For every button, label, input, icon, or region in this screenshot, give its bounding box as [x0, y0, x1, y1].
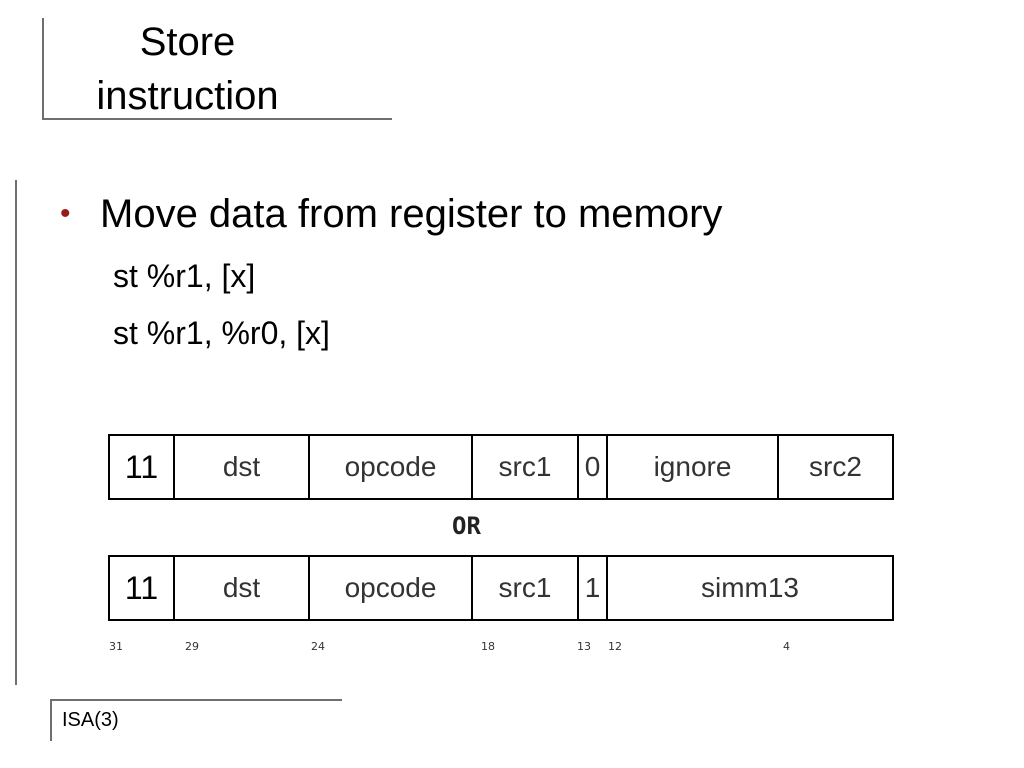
field-opcode: opcode [310, 436, 473, 498]
title-line-1: Store [139, 20, 236, 64]
field-op: 11 [110, 557, 175, 619]
field-ignore: ignore [608, 436, 779, 498]
field-i-bit: 1 [579, 557, 608, 619]
field-dst: dst [175, 557, 310, 619]
field-dst: dst [175, 436, 310, 498]
instruction-format-register: 11 dst opcode src1 0 ignore src2 [108, 434, 894, 500]
slide-title: Store instruction [60, 15, 315, 123]
bit-number-31: 31 [109, 640, 123, 653]
or-label: OR [452, 512, 481, 540]
bit-number-24: 24 [311, 640, 325, 653]
code-example-2: st %r1, %r0, [x] [113, 315, 330, 351]
bullet-item: • Move data from register to memory [60, 188, 722, 240]
bullet-text: Move data from register to memory [100, 192, 723, 236]
code-example-1: st %r1, [x] [113, 258, 256, 294]
field-op: 11 [110, 436, 175, 498]
title-frame-horizontal-line [42, 118, 392, 120]
field-simm13: simm13 [700, 572, 799, 603]
bit-number-29: 29 [185, 640, 199, 653]
field-opcode: opcode [310, 557, 473, 619]
title-line-2: instruction [96, 74, 279, 118]
field-src1: src1 [473, 557, 579, 619]
footer-frame-vertical-line [50, 699, 52, 741]
field-src2: src2 [809, 451, 862, 482]
bit-number-13: 13 [577, 640, 591, 653]
bit-number-12: 12 [608, 640, 622, 653]
bit-number-18: 18 [481, 640, 495, 653]
bullet-marker: • [60, 197, 71, 230]
field-i-bit: 0 [579, 436, 608, 498]
instruction-format-immediate: 11 dst opcode src1 1 simm13 [108, 555, 894, 621]
field-src1: src1 [473, 436, 579, 498]
footer-frame-horizontal-line [50, 699, 342, 701]
footer-label: ISA(3) [62, 709, 119, 731]
title-frame-vertical-line [42, 18, 44, 119]
bit-number-4: 4 [783, 640, 790, 653]
body-frame-vertical-line [15, 180, 17, 685]
